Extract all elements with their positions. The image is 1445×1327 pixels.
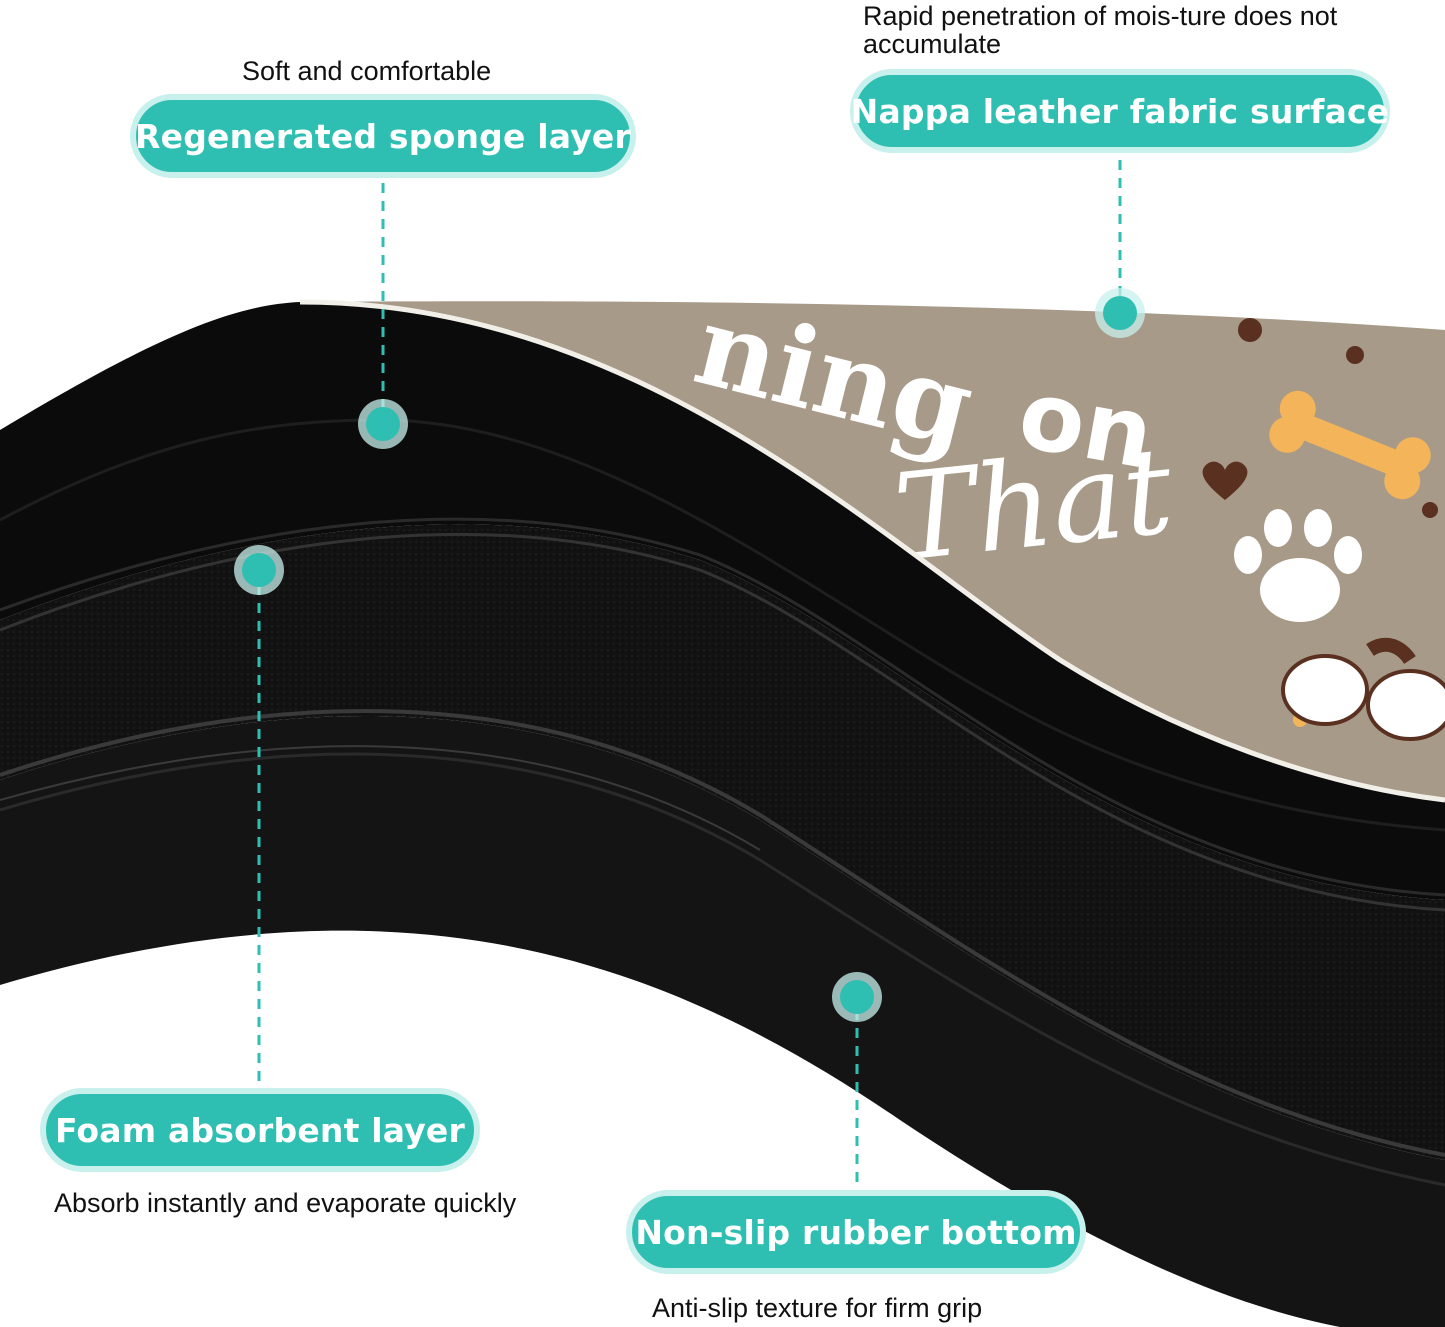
marker-dot-icon bbox=[234, 288, 1145, 1022]
rubber-bottom-label: Non-slip rubber bottom bbox=[626, 1190, 1086, 1274]
paw-print-icon bbox=[1234, 509, 1362, 622]
print-word-2: on bbox=[1011, 359, 1161, 490]
sponge-layer bbox=[0, 302, 1445, 900]
rubber-bottom-description: Anti-slip texture for firm grip bbox=[652, 1293, 983, 1323]
rubber-bottom-layer bbox=[0, 715, 1445, 1327]
leather-surface-label: Nappa leather fabric surface bbox=[850, 69, 1390, 153]
sponge-layer-label: Regenerated sponge layer bbox=[130, 94, 636, 178]
foam-layer-description: Absorb instantly and evaporate quickly bbox=[54, 1188, 517, 1218]
heart-icon bbox=[1202, 461, 1248, 500]
print-word-3: That bbox=[889, 422, 1180, 589]
connector-lines bbox=[257, 160, 1122, 1190]
leather-surface-description: Rapid penetration of mois-ture does not … bbox=[863, 1, 1338, 59]
sponge-layer-description: Soft and comfortable bbox=[242, 56, 492, 86]
foam-layer-label: Foam absorbent layer bbox=[40, 1088, 480, 1172]
foam-absorbent-layer bbox=[0, 524, 1445, 1160]
bone-icon bbox=[1269, 390, 1431, 500]
puppy-paws bbox=[1281, 654, 1445, 741]
